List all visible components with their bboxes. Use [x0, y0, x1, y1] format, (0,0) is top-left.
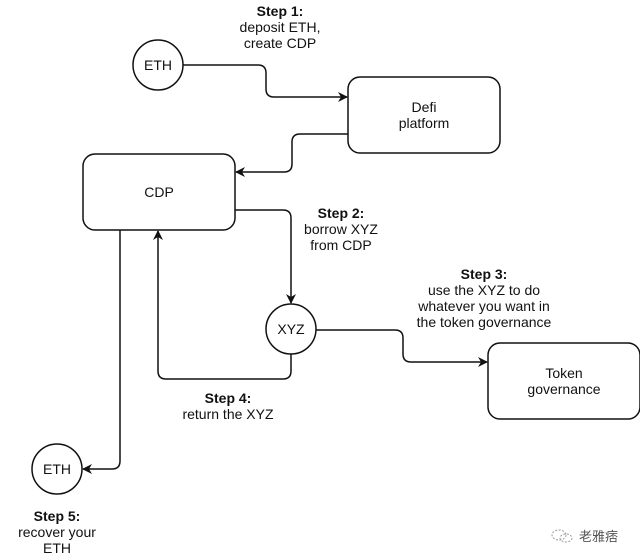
defi-label-line2: platform [398, 115, 450, 131]
step-1-line: deposit ETH, [239, 19, 321, 35]
step-2-line: borrow XYZ [304, 221, 378, 237]
step-3-line: use the XYZ to do [427, 282, 541, 298]
watermark-text: 老雅痞 [578, 529, 618, 544]
edge-xyz-to-token [316, 329, 488, 367]
step-2-title: Step 2: [317, 205, 365, 221]
defi-platform-node [347, 76, 501, 154]
token-governance-label: Token governance [488, 365, 640, 397]
edge-xyz-to-cdp [153, 230, 292, 380]
cdp-label: CDP [144, 184, 174, 200]
step-1-line: create CDP [243, 35, 317, 51]
eth-bottom-label: ETH [43, 461, 71, 477]
token-label-line2: governance [527, 381, 601, 397]
step-3-line: the token governance [416, 314, 552, 330]
edge-eth-to-defi [183, 64, 348, 102]
step-5-title: Step 5: [33, 508, 81, 524]
step-1-title: Step 1: [256, 3, 304, 19]
edge-cdp-to-eth [82, 230, 121, 474]
step-3-label: Step 3: use the XYZ to do whatever you w… [400, 266, 568, 330]
step-5-label: Step 5: recover your ETH [7, 508, 107, 556]
step-1-label: Step 1: deposit ETH, create CDP [220, 3, 340, 51]
defi-label-line1: Defi [411, 99, 437, 115]
step-4-label: Step 4: return the XYZ [168, 390, 288, 422]
edge-cdp-to-xyz [235, 209, 296, 304]
step-3-line: whatever you want in [418, 298, 550, 314]
token-governance-node [487, 342, 640, 420]
step-4-line: return the XYZ [182, 406, 274, 422]
step-2-line: from CDP [310, 237, 372, 253]
step-3-title: Step 3: [460, 266, 508, 282]
token-label-line1: Token [545, 365, 583, 381]
wechat-icon [551, 529, 573, 543]
xyz-label: XYZ [277, 321, 305, 337]
edge-defi-to-cdp [235, 133, 348, 177]
eth-top-label: ETH [144, 57, 172, 73]
step-4-title: Step 4: [204, 390, 252, 406]
defi-platform-label: Defi platform [348, 99, 500, 131]
watermark: 老雅痞 [551, 526, 618, 545]
step-5-line: ETH [43, 540, 71, 556]
step-5-line: recover your [18, 524, 96, 540]
step-2-label: Step 2: borrow XYZ from CDP [286, 205, 396, 253]
